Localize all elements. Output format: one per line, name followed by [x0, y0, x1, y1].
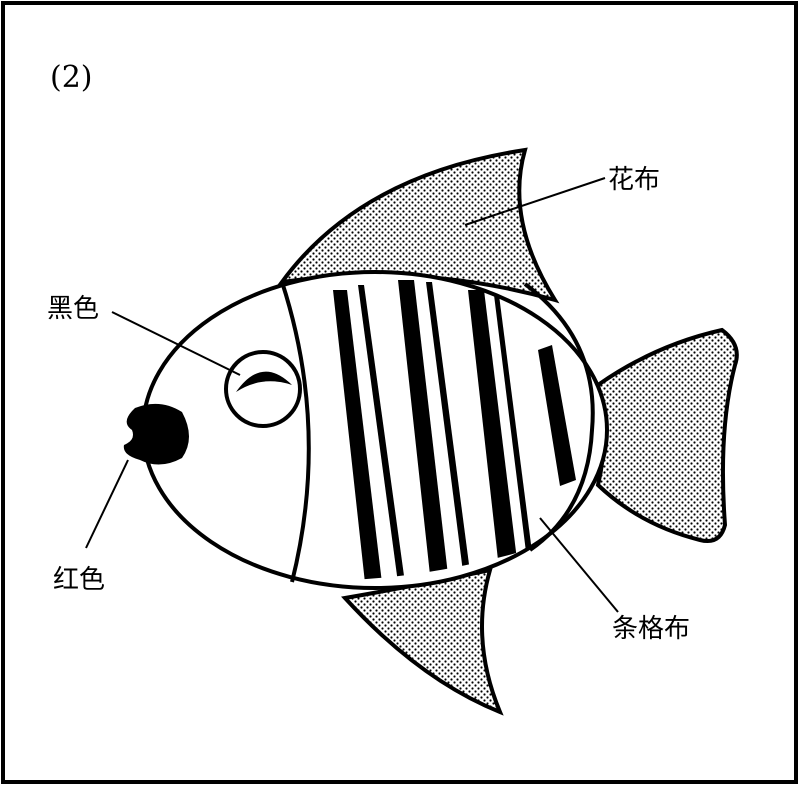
- eye: [226, 352, 300, 426]
- mouth: [124, 404, 189, 465]
- leader-red: [86, 460, 128, 548]
- label-black: 黑色: [47, 294, 99, 324]
- label-striped-cloth: 条格布: [612, 614, 690, 644]
- leader-striped: [540, 518, 618, 612]
- figure-number: (2): [50, 60, 93, 95]
- bottom-fin: [345, 570, 500, 712]
- tail-fin: [598, 330, 737, 541]
- label-floral-cloth: 花布: [608, 165, 660, 195]
- label-red: 红色: [53, 565, 105, 595]
